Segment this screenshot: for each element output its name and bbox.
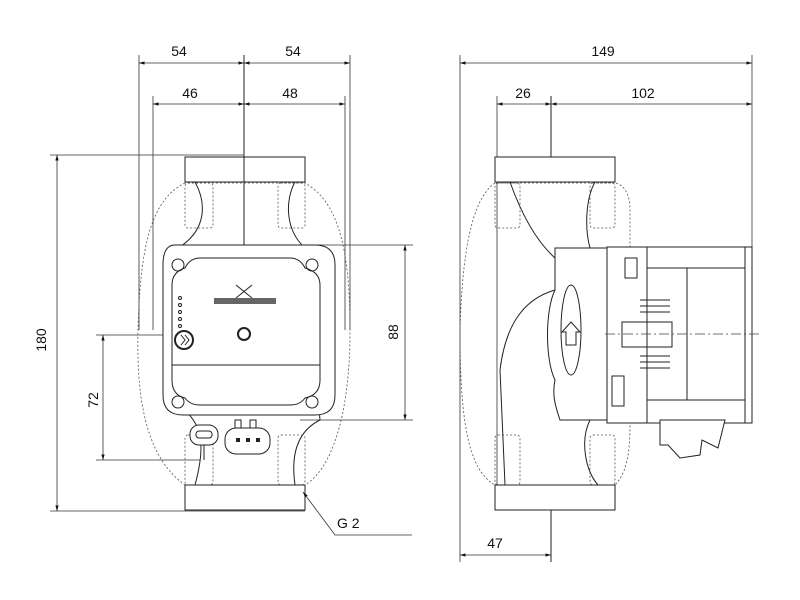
thread-label: G 2 bbox=[337, 515, 360, 531]
dim-left: 26 bbox=[515, 85, 531, 101]
cooling-fins bbox=[640, 299, 670, 369]
flow-direction-arrow bbox=[560, 284, 582, 376]
pump-head-side bbox=[547, 246, 760, 459]
side-bottom-flange bbox=[494, 484, 616, 511]
status-leds bbox=[178, 296, 182, 328]
dim-bottom: 47 bbox=[487, 535, 503, 551]
side-top-flange bbox=[494, 156, 616, 183]
dim-inner-right: 48 bbox=[282, 85, 298, 101]
front-view: 54 54 46 48 180 88 72 G 2 bbox=[33, 43, 413, 536]
control-box bbox=[162, 244, 336, 416]
dim-axis-height: 72 bbox=[85, 392, 101, 408]
mode-button bbox=[174, 330, 194, 350]
top-flange bbox=[184, 156, 306, 183]
side-view: 149 26 102 47 bbox=[459, 43, 760, 562]
bolt-icon bbox=[305, 395, 319, 409]
dim-right: 102 bbox=[631, 85, 655, 101]
dim-inner-left: 46 bbox=[182, 85, 198, 101]
dim-total-length: 149 bbox=[591, 43, 615, 59]
bolt-icon bbox=[305, 258, 319, 272]
bottom-flange bbox=[184, 484, 306, 511]
dim-height: 180 bbox=[33, 328, 49, 352]
dim-top-right: 54 bbox=[285, 43, 301, 59]
indicator-led-icon bbox=[237, 327, 251, 341]
signal-connector bbox=[189, 424, 219, 446]
dim-control-height: 88 bbox=[385, 324, 401, 340]
bolt-icon bbox=[171, 258, 185, 272]
dim-top-left: 54 bbox=[171, 43, 187, 59]
bolt-icon bbox=[171, 395, 185, 409]
grundfos-logo bbox=[214, 284, 276, 304]
